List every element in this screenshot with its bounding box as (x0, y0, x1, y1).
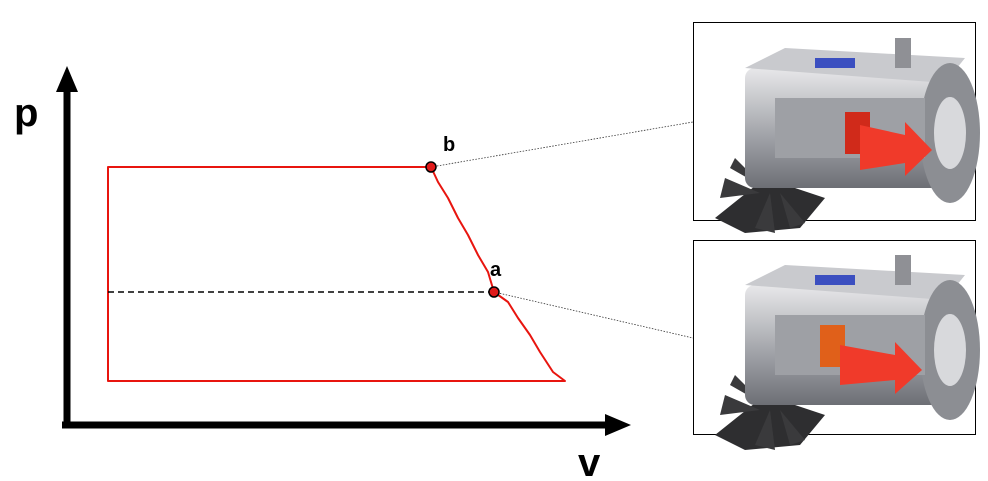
arrow-icon (840, 342, 922, 394)
leader-line-b (430, 121, 694, 168)
leader-line-a (493, 291, 694, 339)
v-axis-label: v (578, 441, 601, 481)
p-axis-label: p (14, 91, 38, 135)
process-cycle (107, 166, 566, 382)
point-b (425, 161, 437, 173)
v-axis-arrowhead (605, 414, 631, 436)
inset-machine-state-b (693, 22, 980, 233)
inset-machine-state-a (693, 240, 980, 450)
point-b-label: b (443, 134, 455, 156)
point-a-label: a (490, 259, 502, 281)
p-axis-arrowhead (56, 66, 78, 92)
arrow-icon (860, 122, 932, 176)
point-a (488, 286, 500, 298)
